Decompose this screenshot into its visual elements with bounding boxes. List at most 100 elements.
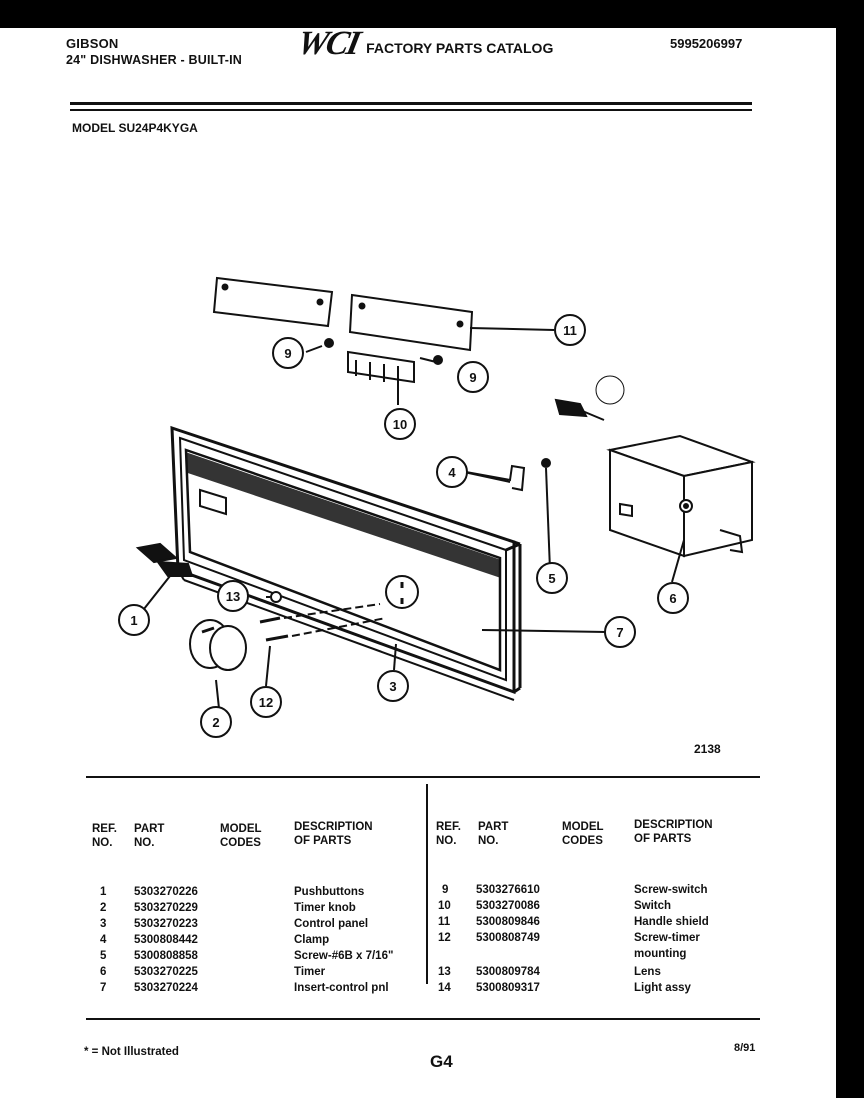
- callout-4: [436, 456, 468, 488]
- table-bottom-rule: [86, 1018, 760, 1020]
- row-desc: Switch: [634, 900, 672, 912]
- drawing-number: 2138: [694, 742, 721, 756]
- header-ref-left: REF. NO.: [92, 823, 117, 849]
- row-ref: 12: [438, 932, 451, 944]
- callout-label-5: 5: [548, 571, 555, 586]
- header-desc-left: DESCRIPTION OF PARTS: [294, 821, 373, 847]
- exploded-parts-diagram: 9 9 10 11 4 5 6 7 3 1 13 12 2: [80, 240, 800, 760]
- pushbuttons: [135, 542, 194, 615]
- scan-edge-mark: [0, 305, 6, 335]
- timer: [606, 434, 756, 583]
- callout-5: [536, 562, 568, 594]
- callout-3: [377, 670, 409, 702]
- brand-name: GIBSON: [66, 36, 119, 51]
- catalog-number: 5995206997: [670, 36, 743, 51]
- row-part: 5303270086: [476, 900, 540, 912]
- row-desc: Screw-timer: [634, 932, 700, 944]
- row-desc: Control panel: [294, 918, 369, 930]
- header-part-left: PART NO.: [134, 823, 165, 849]
- row-desc: Screw-#6B x 7/16": [294, 950, 394, 962]
- lens: [266, 591, 282, 603]
- callout-6: [657, 582, 689, 614]
- row-desc: Timer knob: [294, 902, 356, 914]
- row-ref: 4: [100, 934, 107, 946]
- callout-12: [250, 686, 282, 718]
- header-rule-thin: [70, 109, 752, 111]
- callout-label-7: 7: [616, 625, 623, 640]
- row-ref: 2: [100, 902, 107, 914]
- callout-2: [200, 706, 232, 738]
- row-desc: Handle shield: [634, 916, 709, 928]
- row-part: 5300809317: [476, 982, 540, 994]
- callout-label-11: 11: [563, 323, 577, 338]
- callout-label-10: 10: [393, 417, 407, 432]
- row-part: 5303270224: [134, 982, 198, 994]
- row-part: 5300808858: [134, 950, 198, 962]
- row-part: 5300809784: [476, 966, 540, 978]
- callout-10: [384, 408, 416, 440]
- callouts: [118, 314, 689, 738]
- row-desc: Pushbuttons: [294, 886, 365, 898]
- row-ref: 1: [100, 886, 107, 898]
- row-part: 5303270225: [134, 966, 198, 978]
- row-ref: 9: [442, 884, 449, 896]
- callout-label-9b: 9: [469, 370, 476, 385]
- callout-13: [217, 580, 249, 612]
- callout-7: [604, 616, 636, 648]
- row-desc: Timer: [294, 966, 326, 978]
- header-codes-right: MODEL CODES: [562, 821, 604, 847]
- row-part: 5300809846: [476, 916, 540, 928]
- switch-assembly: [347, 350, 415, 405]
- callout-label-6: 6: [669, 591, 676, 606]
- diagram-svg: 9 9 10 11 4 5 6 7 3 1 13 12 2: [118, 276, 756, 738]
- row-part: 5303270223: [134, 918, 198, 930]
- row-ref: 6: [100, 966, 107, 978]
- row-part: 5300808749: [476, 932, 540, 944]
- row-part: 5303270226: [134, 886, 198, 898]
- row-desc: Lens: [634, 966, 661, 978]
- row-desc: mounting: [634, 948, 687, 960]
- row-desc: Clamp: [294, 934, 330, 946]
- handle-shield-left: [212, 276, 334, 328]
- timer-mount-screws: [259, 603, 387, 687]
- row-desc: Insert-control pnl: [294, 982, 389, 994]
- callout-label-9a: 9: [284, 346, 291, 361]
- page-number: G4: [430, 1052, 453, 1071]
- callout-label-1: 1: [130, 613, 137, 628]
- callout-1: [118, 604, 150, 636]
- table-top-rule: [86, 776, 760, 778]
- row-ref: 14: [438, 982, 451, 994]
- row-ref: 7: [100, 982, 107, 994]
- row-part: 5300808442: [134, 934, 198, 946]
- header-ref-right: REF. NO.: [436, 821, 461, 847]
- header-part-right: PART NO.: [478, 821, 509, 847]
- row-ref: 5: [100, 950, 107, 962]
- callout-label-4: 4: [448, 465, 456, 480]
- clamp: [463, 464, 526, 492]
- row-ref: 13: [438, 966, 451, 978]
- light-assembly: [554, 398, 605, 421]
- row-ref: 10: [438, 900, 451, 912]
- callout-label-12: 12: [259, 695, 273, 710]
- header-desc-right: DESCRIPTION OF PARTS: [634, 819, 713, 845]
- header-rule: [70, 102, 752, 105]
- callout-9a: [272, 337, 304, 369]
- light-indicator: [595, 375, 625, 405]
- product-line: 24" DISHWASHER - BUILT-IN: [66, 53, 242, 67]
- handle-shield-right: [348, 293, 474, 352]
- row-part: 5303276610: [476, 884, 540, 896]
- catalog-title: FACTORY PARTS CATALOG: [366, 40, 554, 56]
- timer-knob: [189, 619, 247, 719]
- row-desc: Light assy: [634, 982, 691, 994]
- callout-9b: [457, 361, 489, 393]
- row-ref: 3: [100, 918, 107, 930]
- wci-logo: WCI: [294, 25, 363, 62]
- callout-label-3: 3: [389, 679, 396, 694]
- callout-label-2: 2: [212, 715, 219, 730]
- callout-label-13: 13: [226, 589, 240, 604]
- control-panel: [170, 425, 522, 701]
- table-column-divider: [426, 784, 428, 984]
- revision-date: 8/91: [734, 1042, 756, 1054]
- header-codes-left: MODEL CODES: [220, 823, 262, 849]
- model-number: MODEL SU24P4KYGA: [72, 121, 198, 135]
